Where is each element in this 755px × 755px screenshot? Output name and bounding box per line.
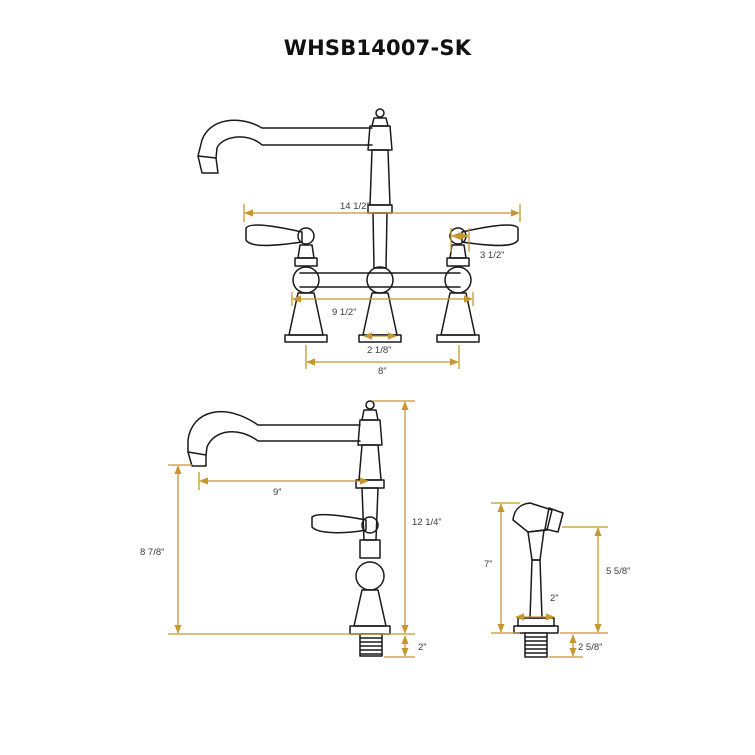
spray-dimensions: 7” 2” 5 5/8” 2 5/8”: [484, 502, 630, 658]
dim-spray-hose-height-label: 5 5/8”: [606, 566, 630, 577]
front-dimensions: 14 1/2” 3 1/2” 9 1/2” 2 1/8” 8”: [243, 201, 521, 377]
dim-center-spacing-label: 8”: [378, 366, 386, 377]
dim-overall-height-label: 12 1/4”: [412, 517, 442, 528]
dim-spray-height-label: 7”: [484, 559, 492, 570]
side-spray: [512, 502, 564, 658]
dim-spout-height-label: 8 7/8”: [140, 547, 164, 558]
dim-overall-width-label: 14 1/2”: [340, 201, 370, 212]
front-view-faucet: [197, 108, 519, 343]
dim-shank-length-label: 2”: [418, 642, 426, 653]
dim-handle-reach-label: 3 1/2”: [480, 250, 504, 261]
page-title: WHSB14007-SK: [283, 36, 472, 60]
dim-spout-reach-label: 9”: [273, 487, 281, 498]
side-view-faucet: [187, 400, 391, 657]
dim-bridge-width-label: 9 1/2”: [332, 307, 356, 318]
dim-spray-shank-length-label: 2 5/8”: [578, 642, 602, 653]
dim-base-diameter-label: 2 1/8”: [367, 345, 391, 356]
side-dimensions: 8 7/8” 9” 12 1/4” 2”: [140, 400, 442, 658]
dim-spray-base-width-label: 2”: [550, 593, 558, 604]
